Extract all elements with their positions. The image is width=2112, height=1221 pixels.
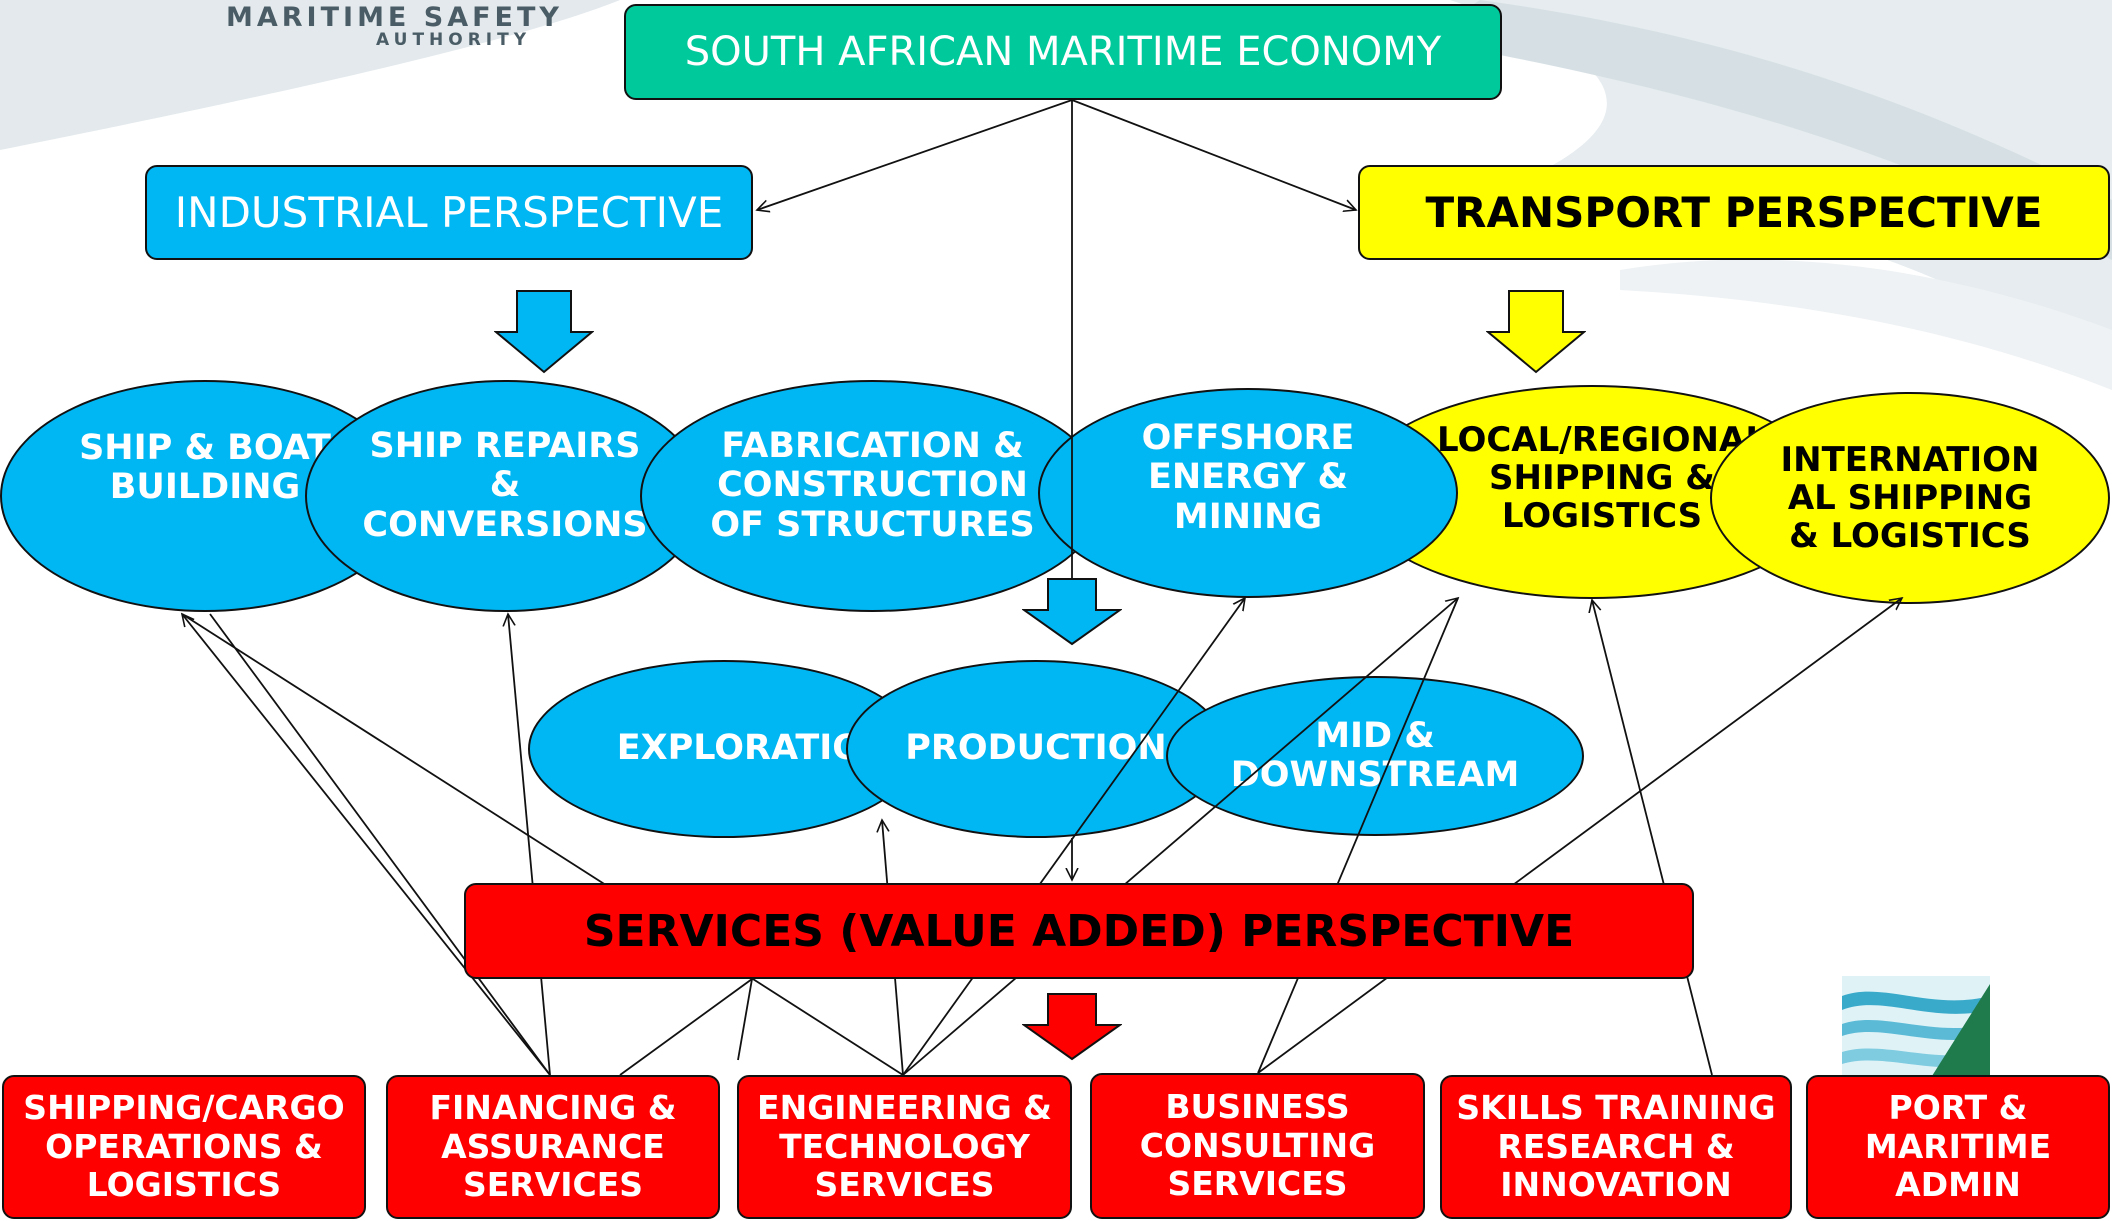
ship-repairs-node: SHIP REPAIRS & CONVERSIONS bbox=[305, 380, 705, 612]
shipping-cargo-operations-label: SHIPPING/CARGO OPERATIONS & LOGISTICS bbox=[23, 1088, 345, 1205]
logo-line-1: MARITIME SAFETY bbox=[226, 2, 563, 33]
skills-training-box: SKILLS TRAINING RESEARCH & INNOVATION bbox=[1440, 1075, 1792, 1219]
production-label: PRODUCTION bbox=[905, 728, 1167, 769]
skills-training-label: SKILLS TRAINING RESEARCH & INNOVATION bbox=[1456, 1088, 1776, 1205]
logo-line-2: AUTHORITY bbox=[376, 30, 532, 50]
down-arrow-icon bbox=[1486, 290, 1586, 374]
services-perspective-box: SERVICES (VALUE ADDED) PERSPECTIVE bbox=[464, 883, 1694, 979]
engineering-technology-box: ENGINEERING & TECHNOLOGY SERVICES bbox=[737, 1075, 1072, 1219]
international-shipping-label: INTERNATION AL SHIPPING & LOGISTICS bbox=[1780, 439, 2040, 557]
ship-boat-building-label: SHIP & BOAT BUILDING bbox=[79, 427, 331, 507]
transport-perspective-label: TRANSPORT PERSPECTIVE bbox=[1425, 188, 2043, 237]
fabrication-label: FABRICATION & CONSTRUCTION OF STRUCTURES bbox=[710, 426, 1035, 545]
offshore-energy-node: OFFSHORE ENERGY & MINING bbox=[1038, 388, 1458, 598]
international-shipping-node: INTERNATION AL SHIPPING & LOGISTICS bbox=[1710, 392, 2110, 604]
offshore-energy-label: OFFSHORE ENERGY & MINING bbox=[1141, 418, 1355, 537]
local-regional-shipping-label: LOCAL/REGIONAL SHIPPING & LOGISTICS bbox=[1436, 419, 1767, 537]
services-perspective-label: SERVICES (VALUE ADDED) PERSPECTIVE bbox=[583, 905, 1575, 957]
transport-perspective-box: TRANSPORT PERSPECTIVE bbox=[1358, 165, 2110, 260]
mid-downstream-label: MID & DOWNSTREAM bbox=[1230, 715, 1520, 795]
business-consulting-box: BUSINESS CONSULTING SERVICES bbox=[1090, 1073, 1425, 1219]
wave-logo-icon bbox=[1842, 976, 1990, 1076]
financing-assurance-label: FINANCING & ASSURANCE SERVICES bbox=[429, 1088, 677, 1205]
industrial-perspective-box: INDUSTRIAL PERSPECTIVE bbox=[145, 165, 753, 260]
down-arrow-icon bbox=[1022, 578, 1122, 646]
ship-repairs-label: SHIP REPAIRS & CONVERSIONS bbox=[362, 426, 648, 545]
industrial-perspective-label: INDUSTRIAL PERSPECTIVE bbox=[174, 188, 724, 237]
shipping-cargo-operations-box: SHIPPING/CARGO OPERATIONS & LOGISTICS bbox=[2, 1075, 366, 1219]
down-arrow-icon bbox=[1022, 993, 1122, 1061]
port-maritime-admin-label: PORT & MARITIME ADMIN bbox=[1864, 1088, 2052, 1205]
financing-assurance-box: FINANCING & ASSURANCE SERVICES bbox=[386, 1075, 720, 1219]
mid-downstream-node: MID & DOWNSTREAM bbox=[1166, 676, 1584, 836]
title-box: SOUTH AFRICAN MARITIME ECONOMY bbox=[624, 4, 1502, 100]
ship-boat-building-node: SHIP & BOAT BUILDING bbox=[0, 380, 410, 612]
business-consulting-label: BUSINESS CONSULTING SERVICES bbox=[1139, 1087, 1376, 1204]
engineering-technology-label: ENGINEERING & TECHNOLOGY SERVICES bbox=[757, 1088, 1052, 1205]
title-label: SOUTH AFRICAN MARITIME ECONOMY bbox=[684, 29, 1442, 75]
msa-logo-text: MARITIME SAFETY AUTHORITY bbox=[226, 2, 563, 50]
down-arrow-icon bbox=[494, 290, 594, 374]
port-maritime-admin-box: PORT & MARITIME ADMIN bbox=[1806, 1075, 2110, 1219]
fabrication-node: FABRICATION & CONSTRUCTION OF STRUCTURES bbox=[640, 380, 1105, 612]
